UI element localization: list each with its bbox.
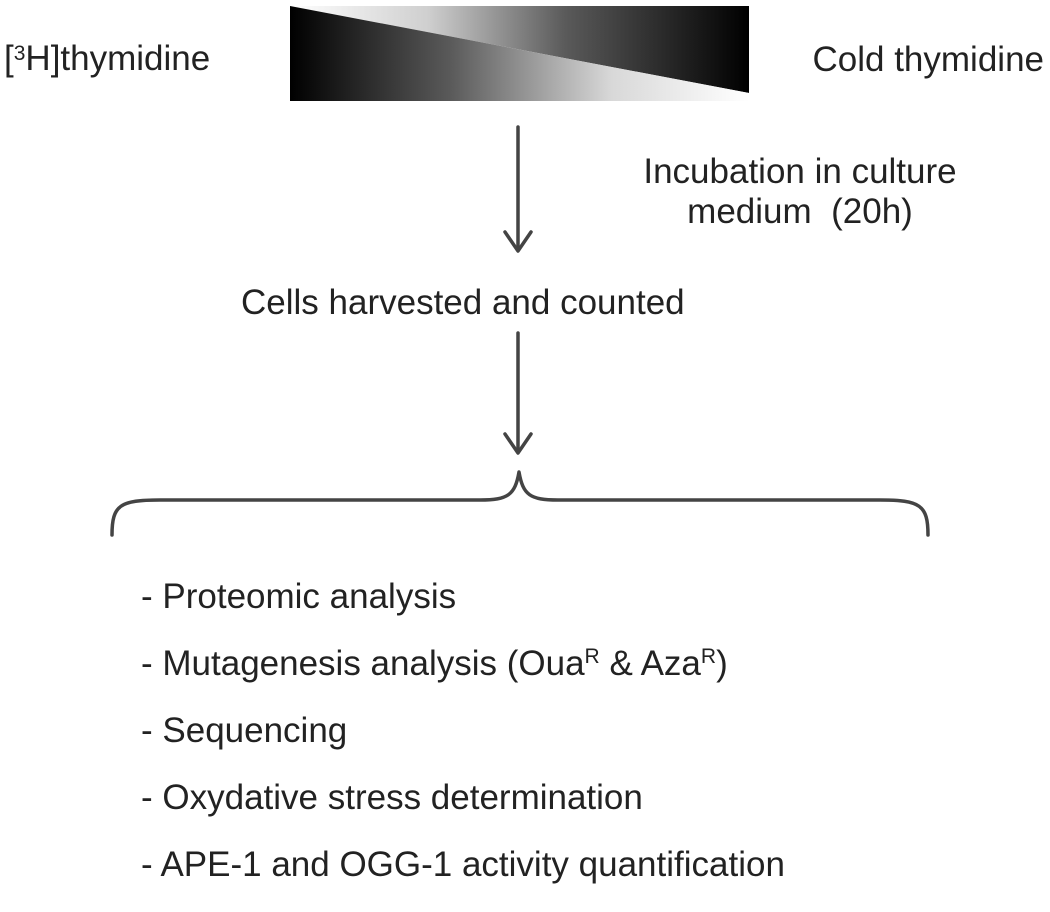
thymidine-gradient-bar [290,6,749,101]
incubation-line-1: Incubation in culture [643,152,957,191]
labeled-thymidine-label: [3H]thymidine [4,39,211,78]
arrow-to-analyses [503,331,533,455]
analyses-list: - Proteomic analysis - Mutagenesis analy… [141,577,785,912]
isotope-superscript: 3 [13,42,26,65]
analyses-brace [110,470,930,537]
labeled-thymidine-wedge [290,6,749,101]
arrow-to-harvest [503,125,533,253]
cold-thymidine-label: Cold thymidine [812,40,1045,79]
incubation-line-2: medium (20h) [687,192,913,231]
incubation-step-label: Incubation in culture medium (20h) [600,152,1000,232]
analysis-item-sequencing: - Sequencing [141,711,348,750]
analysis-item-proteomic: - Proteomic analysis [141,577,457,616]
analysis-item-ape1-ogg1: - APE-1 and OGG-1 activity quantificatio… [141,845,785,884]
analysis-item-mutagenesis: - Mutagenesis analysis (OuaR & AzaR) [141,644,728,683]
harvest-step-label: Cells harvested and counted [241,283,685,322]
analysis-item-oxidative-stress: - Oxydative stress determination [141,778,643,817]
